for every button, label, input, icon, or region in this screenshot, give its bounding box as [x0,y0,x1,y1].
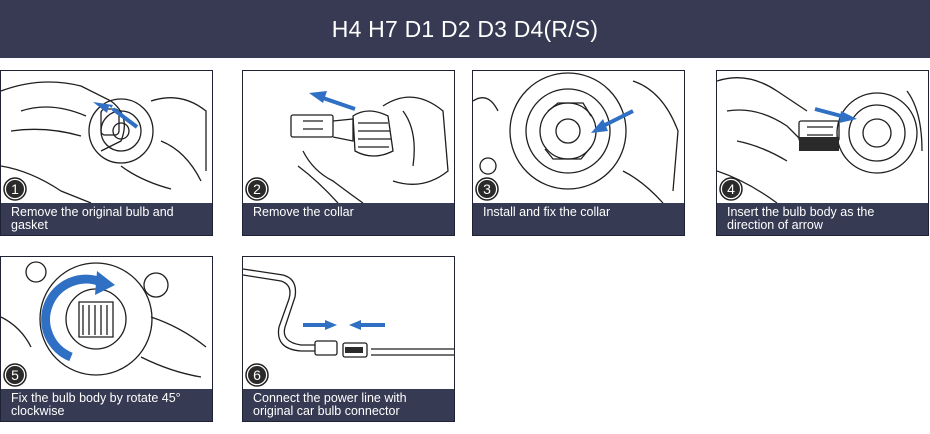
rotation-arrow-icon [41,274,103,362]
step-5-panel: 5 Fix the bulb body by rotate 45° clockw… [0,256,213,422]
step-2-panel: 2 Remove the collar [242,70,455,236]
svg-text:5: 5 [11,367,19,383]
step-number-badge: 5 [3,363,27,387]
remove-collar-illustration [290,91,449,203]
step-number-badge: 6 [245,363,269,387]
svg-text:2: 2 [253,181,261,197]
remove-bulb-illustration [1,81,207,203]
step-3-panel: 3 Install and fix the collar [472,70,685,236]
blue-arrow-icon [309,91,327,103]
page-title: H4 H7 D1 D2 D3 D4(R/S) [331,15,599,42]
blue-arrow-icon [325,320,337,330]
connect-power-line-illustration [243,268,454,358]
install-collar-illustration [473,72,679,203]
step-caption: Remove the original bulb and gasket [1,203,212,235]
insert-bulb-illustration [717,77,923,203]
step-1-panel: 1 Remove the original bulb and gasket [0,70,213,236]
step-number-badge: 2 [245,177,269,201]
step-6-panel: 6 Connect the power line with original c… [242,256,455,422]
blue-arrow-icon [349,320,361,330]
step-caption: Connect the power line with original car… [243,389,454,421]
step-number-badge: 1 [3,177,27,201]
blue-arrow-icon [591,119,608,133]
svg-text:4: 4 [727,181,735,197]
step-caption: Remove the collar [243,203,454,235]
page-header: H4 H7 D1 D2 D3 D4(R/S) [0,0,930,58]
step-caption: Install and fix the collar [473,203,684,235]
svg-text:3: 3 [483,181,491,197]
step-number-badge: 4 [719,177,743,201]
svg-text:6: 6 [253,367,261,383]
step-caption: Insert the bulb body as the direction of… [717,203,928,235]
step-caption: Fix the bulb body by rotate 45° clockwis… [1,389,212,421]
svg-text:1: 1 [11,181,19,197]
rotate-bulb-illustration [1,261,207,378]
step-4-panel: 4 Insert the bulb body as the direction … [716,70,929,236]
blue-arrow-icon [93,102,136,126]
blue-arrow-icon [839,111,857,123]
step-number-badge: 3 [475,177,499,201]
